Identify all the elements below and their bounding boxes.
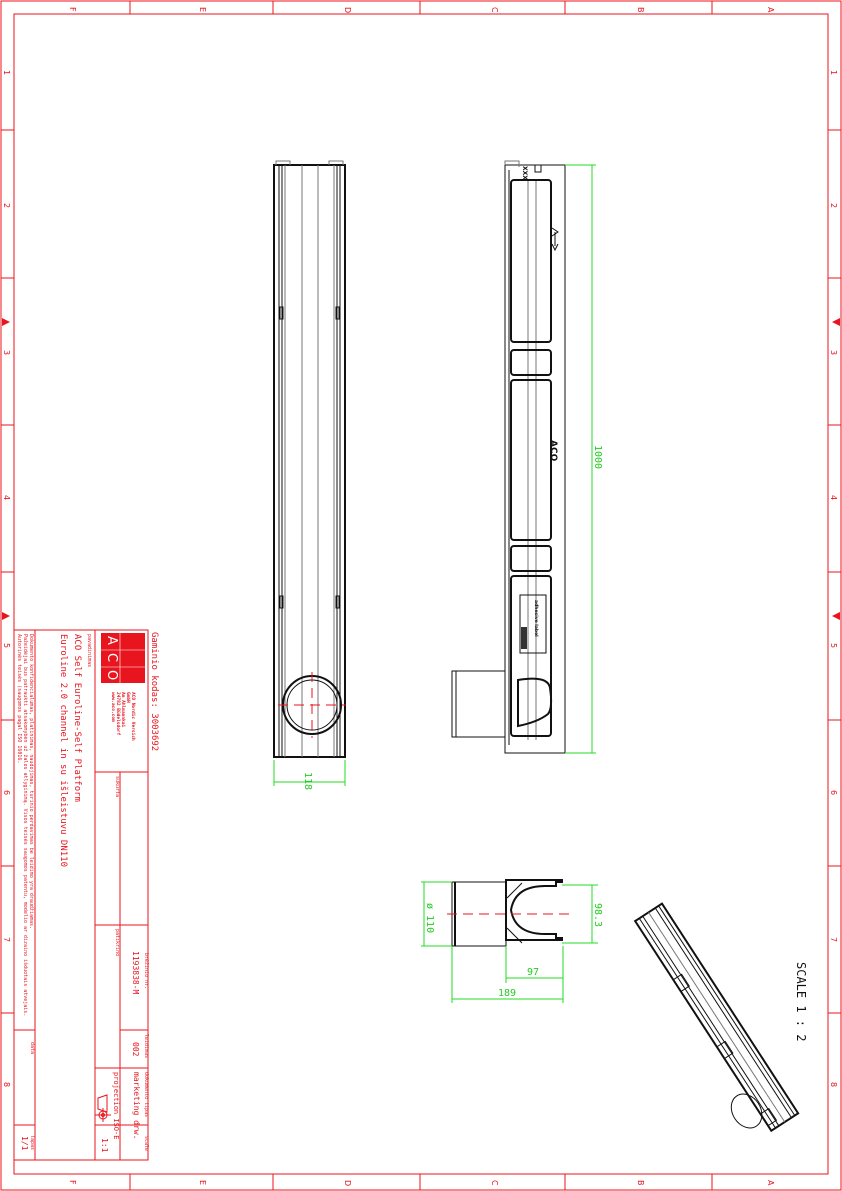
company-line: Am Ahlmannkai bbox=[120, 692, 126, 728]
scale-label: scale bbox=[143, 1136, 149, 1151]
drawing-no-label: brėžinio nr. bbox=[143, 953, 150, 989]
end-view-dimensions: ø 110 98.3 97 189 bbox=[421, 881, 603, 1003]
zone-number: 4 bbox=[829, 495, 838, 500]
zone-letter: C bbox=[490, 1180, 499, 1186]
adhesive-label: adhesive label bbox=[533, 600, 539, 637]
isometric-view bbox=[633, 902, 800, 1133]
product-description: Euroline 2.0 channel in su išleistuvu DN… bbox=[58, 634, 69, 867]
legal-notice: Dokumento konfidencialumas, platinimas, … bbox=[28, 634, 35, 929]
pipe-diameter-dim-text: ø 110 bbox=[424, 903, 435, 933]
zone-number: 7 bbox=[2, 937, 11, 942]
logo-letter: A bbox=[104, 636, 119, 645]
zone-number: 2 bbox=[829, 203, 838, 208]
checked-label: patikrino bbox=[114, 929, 120, 956]
zone-numbers-left: 1 2 3 4 5 6 7 8 bbox=[2, 70, 11, 1087]
end-view bbox=[447, 879, 572, 947]
section-dim-text: 97 bbox=[527, 967, 539, 978]
zone-number: 8 bbox=[829, 1082, 838, 1087]
zone-letter: B bbox=[636, 7, 645, 13]
sheet-label: lapas bbox=[29, 1135, 35, 1150]
outlet-socket bbox=[517, 677, 553, 728]
iso-scale-label: SCALE 1 : 2 bbox=[794, 962, 808, 1041]
zone-number: 1 bbox=[829, 70, 838, 75]
scale-value: 1:1 bbox=[100, 1138, 109, 1153]
product-name: ACO Self Euroline-Self Platform bbox=[72, 634, 82, 802]
zone-number: 8 bbox=[2, 1082, 11, 1087]
flow-arrow-icon bbox=[551, 227, 559, 252]
height-dim-text: 98.3 bbox=[592, 903, 603, 927]
name-label: pavadinimas bbox=[86, 634, 92, 667]
length-dimension: 1000 bbox=[565, 164, 603, 754]
zone-letter: A bbox=[766, 1180, 775, 1186]
company-line: ACO Nordic Versich bbox=[130, 692, 136, 741]
sheet-number: 1/1 bbox=[20, 1136, 29, 1151]
legal-notice: Autorinės teisės (saugomos pagal ISO 160… bbox=[16, 634, 22, 763]
zone-letter: E bbox=[198, 7, 207, 12]
zone-numbers-right: 1 2 3 4 5 6 7 8 bbox=[829, 70, 838, 1087]
zone-number: 7 bbox=[829, 937, 838, 942]
revision-label: leidimas bbox=[143, 1034, 149, 1058]
width-dim-text: 118 bbox=[302, 772, 313, 790]
aco-logo: A C O bbox=[101, 633, 145, 683]
aco-brand-mark: ACO bbox=[548, 440, 558, 462]
company-line: www.aco.com bbox=[110, 692, 115, 722]
zone-letter: D bbox=[343, 1180, 352, 1186]
logo-letter: O bbox=[104, 670, 119, 680]
company-line: GmbH bbox=[125, 692, 131, 703]
length-dim-text: 1000 bbox=[592, 445, 603, 469]
channel-profile bbox=[505, 879, 563, 941]
zone-letter: D bbox=[343, 7, 352, 13]
zone-letters-top: F E D C B A bbox=[68, 7, 775, 13]
revision: 002 bbox=[131, 1042, 140, 1057]
zone-letters-bottom: F E D C B A bbox=[68, 1180, 775, 1186]
side-view: XXX ACO adhesive label bbox=[451, 160, 566, 754]
drawing-number: 1193838-M bbox=[131, 951, 140, 995]
zone-number: 1 bbox=[2, 70, 11, 75]
date-label: data bbox=[29, 1042, 35, 1054]
zone-letter: E bbox=[198, 1180, 207, 1185]
zone-letter: C bbox=[490, 7, 499, 13]
projection-symbol-icon bbox=[95, 1094, 111, 1122]
zone-number: 6 bbox=[2, 790, 11, 795]
zone-number: 3 bbox=[2, 350, 11, 355]
product-code: Gaminio kodas: 3003692 bbox=[149, 632, 159, 751]
width-dimension: 118 bbox=[273, 760, 346, 790]
company-line: 24782 Büdelsdorf bbox=[115, 692, 121, 736]
title-block: Gaminio kodas: 3003692 A C O ACO Nordic … bbox=[13, 629, 159, 1161]
zone-letter: F bbox=[68, 1180, 77, 1185]
logo-letter: C bbox=[104, 653, 119, 662]
zone-number: 2 bbox=[2, 203, 11, 208]
zone-number: 4 bbox=[2, 495, 11, 500]
centering-marks bbox=[2, 318, 840, 620]
top-view bbox=[273, 160, 346, 758]
zone-number: 3 bbox=[829, 350, 838, 355]
zone-number: 6 bbox=[829, 790, 838, 795]
marker-text: XXX bbox=[521, 166, 528, 180]
company-address: ACO Nordic Versich GmbH Am Ahlmannkai 24… bbox=[110, 692, 136, 741]
projection: projection ISO-E bbox=[112, 1072, 120, 1139]
zone-letter: A bbox=[766, 7, 775, 13]
doc-type-label: dokumento tipas bbox=[143, 1072, 149, 1117]
zone-letter: B bbox=[636, 1180, 645, 1186]
created-label: sukurta bbox=[114, 776, 120, 797]
legal-notice: Pažeidėjai bus patraukti atsakomybėn už … bbox=[22, 634, 29, 1016]
inner-border bbox=[13, 13, 829, 1175]
overall-dim-text: 189 bbox=[498, 988, 516, 999]
zone-number: 5 bbox=[829, 643, 838, 648]
zone-letter: F bbox=[68, 7, 77, 12]
doc-type: marketing drw. bbox=[132, 1072, 141, 1139]
zone-number: 5 bbox=[2, 643, 11, 648]
